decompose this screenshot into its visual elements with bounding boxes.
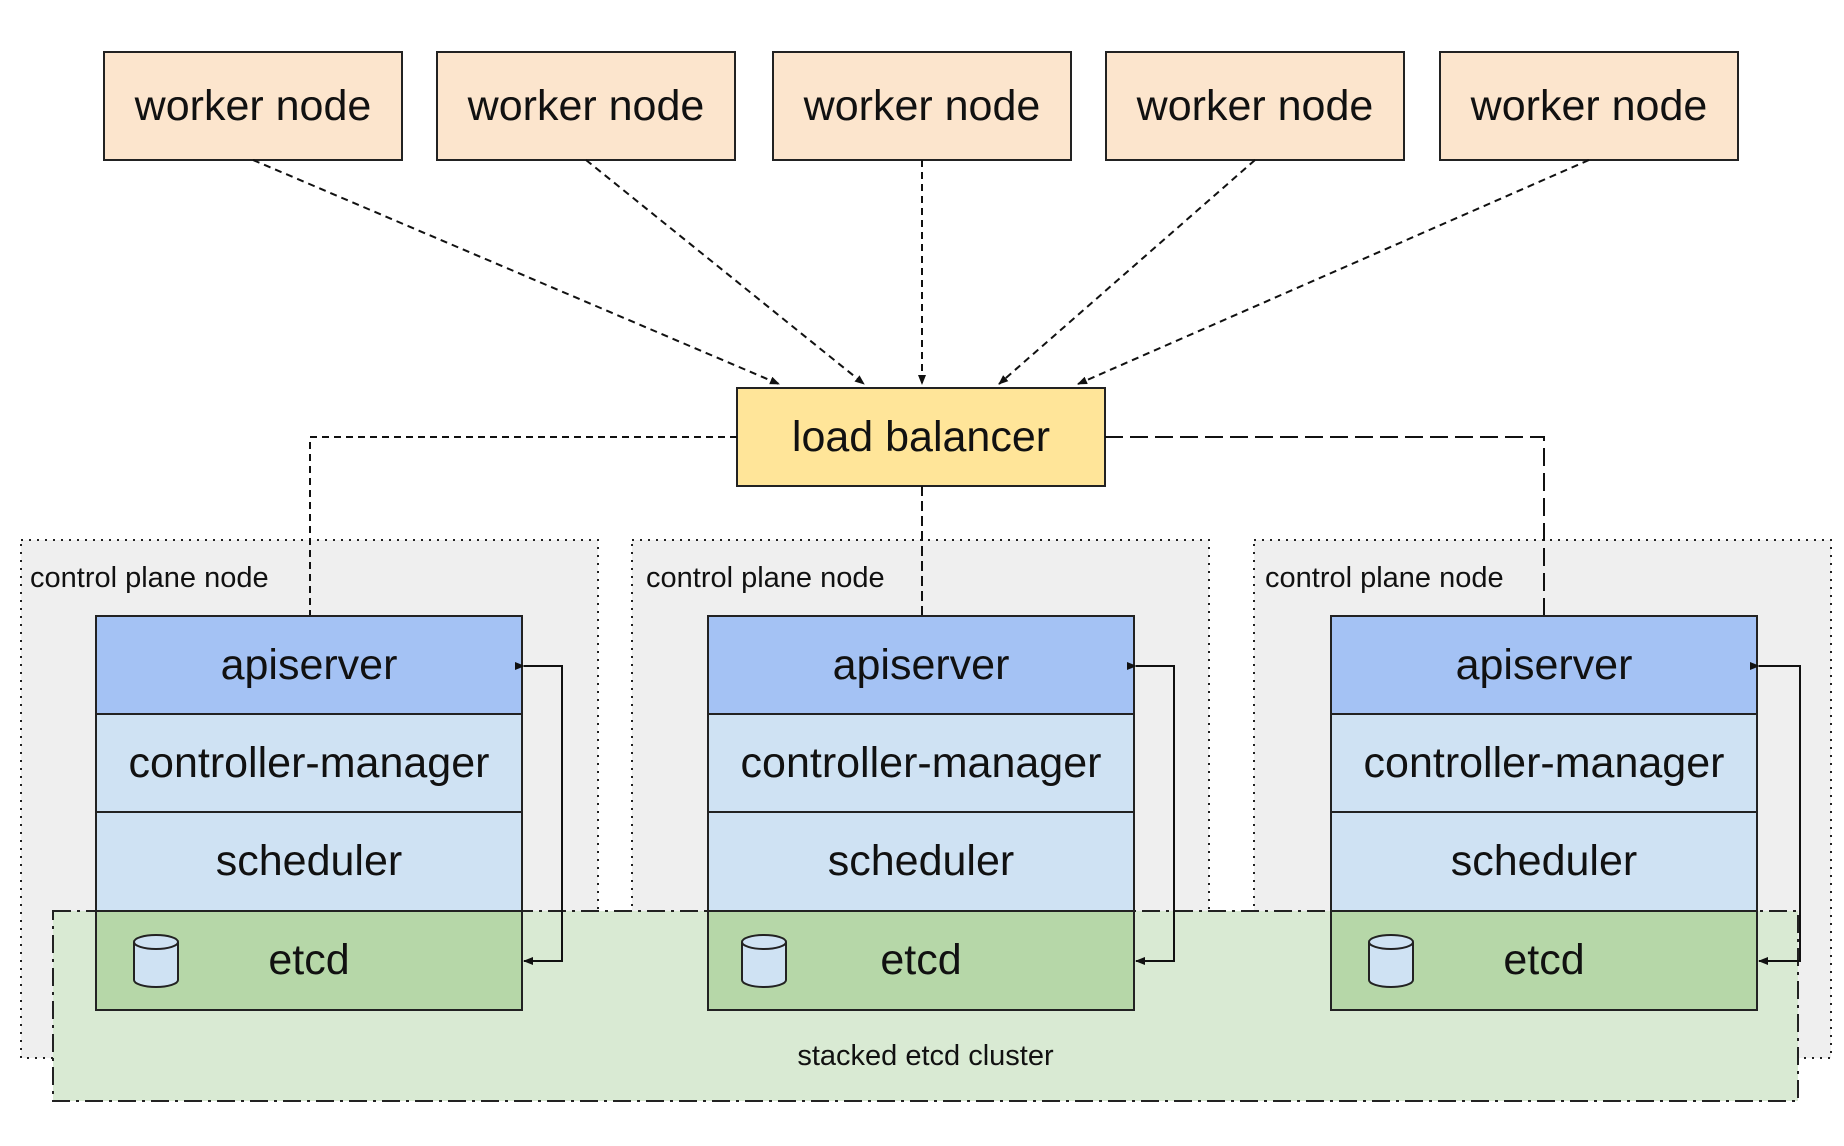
etcd-apiserver-link-3: [1750, 662, 1801, 965]
control-plane-node-title-2: control plane node: [646, 561, 885, 594]
worker-node-box-4: [1105, 51, 1405, 161]
lb-to-apiserver-3-connector: [1105, 436, 1545, 616]
load-balancer-box: [736, 387, 1106, 487]
worker-4-to-lb-connector: [998, 159, 1256, 385]
worker-node-label-2: worker node: [467, 81, 705, 130]
worker-1-to-lb-connector: [252, 159, 780, 385]
database-icon: [1368, 934, 1414, 988]
database-icon: [133, 934, 179, 988]
controller-manager-label-3: controller-manager: [1363, 738, 1725, 787]
apiserver-box-3: [1330, 615, 1758, 715]
control-plane-node-title-1: control plane node: [30, 561, 269, 594]
worker-node-box-1: [103, 51, 403, 161]
stacked-etcd-cluster-label: stacked etcd cluster: [797, 1039, 1054, 1072]
etcd-label-3: etcd: [1503, 936, 1585, 984]
apiserver-label-2: apiserver: [832, 640, 1010, 689]
lb-to-apiserver-1-connector: [309, 436, 737, 616]
worker-node-label-5: worker node: [1470, 81, 1708, 130]
apiserver-box-2: [707, 615, 1135, 715]
worker-node-label-4: worker node: [1136, 81, 1374, 130]
apiserver-box-1: [95, 615, 523, 715]
etcd-label-2: etcd: [880, 936, 962, 984]
scheduler-box-1: [95, 811, 523, 912]
control-plane-node-title-3: control plane node: [1265, 561, 1504, 594]
worker-5-to-lb-connector: [1077, 159, 1590, 385]
worker-node-label-3: worker node: [803, 81, 1041, 130]
load-balancer-label: load balancer: [791, 412, 1051, 461]
scheduler-label-1: scheduler: [215, 837, 403, 885]
apiserver-label-3: apiserver: [1455, 640, 1633, 689]
controller-manager-box-1: [95, 713, 523, 813]
worker-2-to-lb-connector: [585, 159, 865, 385]
controller-manager-label-1: controller-manager: [128, 738, 490, 787]
worker-node-box-3: [772, 51, 1072, 161]
apiserver-label-1: apiserver: [220, 640, 398, 689]
database-icon: [741, 934, 787, 988]
worker-node-label-1: worker node: [134, 81, 372, 130]
scheduler-label-2: scheduler: [827, 837, 1015, 885]
etcd-apiserver-link-1: [515, 662, 563, 965]
scheduler-label-3: scheduler: [1450, 837, 1638, 885]
etcd-apiserver-link-2: [1127, 662, 1175, 965]
worker-node-box-5: [1439, 51, 1739, 161]
controller-manager-label-2: controller-manager: [740, 738, 1102, 787]
etcd-label-1: etcd: [268, 936, 350, 984]
